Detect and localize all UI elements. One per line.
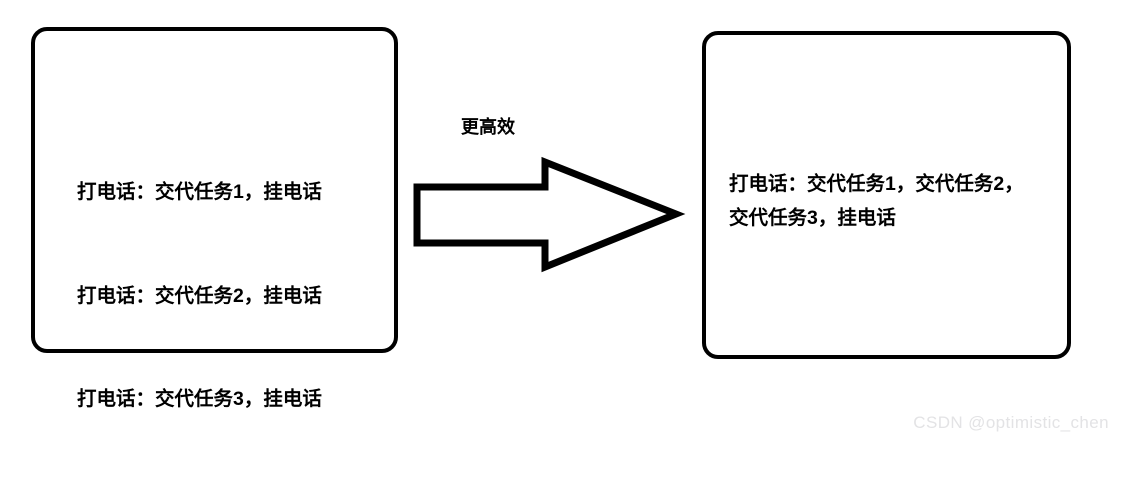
batched-call-box xyxy=(702,31,1071,359)
diagram-canvas: 打电话：交代任务1，挂电话 打电话：交代任务2，挂电话 打电话：交代任务3，挂电… xyxy=(31,27,1109,432)
batched-call-line-1: 打电话：交代任务1，交代任务2， xyxy=(729,173,1024,195)
separate-calls-line-3: 打电话：交代任务3，挂电话 xyxy=(77,388,322,410)
separate-calls-box xyxy=(31,27,398,353)
arrow-label: 更高效 xyxy=(461,117,515,137)
rightward-arrow-icon xyxy=(413,156,686,273)
arrow-shape xyxy=(413,156,686,273)
separate-calls-line-2: 打电话：交代任务2，挂电话 xyxy=(77,284,322,307)
separate-calls-line-1: 打电话：交代任务1，挂电话 xyxy=(77,181,322,203)
watermark: CSDN @optimistic_chen xyxy=(913,413,1109,432)
batched-call-line-2: 交代任务3，挂电话 xyxy=(729,207,896,229)
batched-call-text: 打电话：交代任务1，交代任务2， 交代任务3，挂电话 xyxy=(729,167,1049,235)
separate-calls-text: 打电话：交代任务1，挂电话 打电话：交代任务2，挂电话 打电话：交代任务3，挂电… xyxy=(77,106,322,486)
